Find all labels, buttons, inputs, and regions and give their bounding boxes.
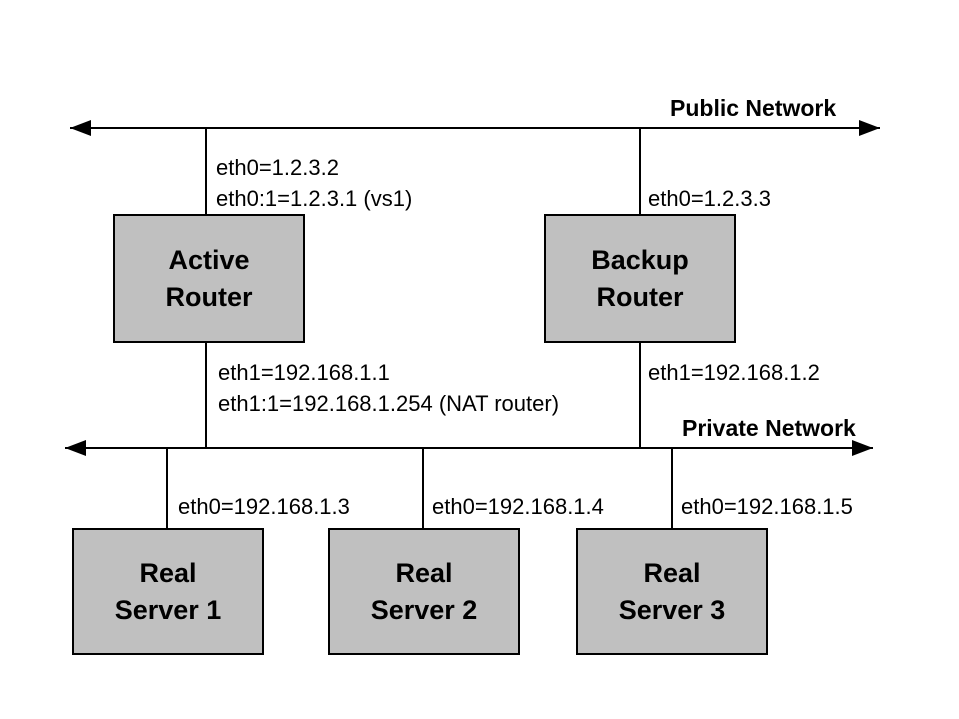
link-public-to-backup-router [639,129,641,216]
private-network-arrowhead-right-icon [852,440,873,456]
link-active-router-to-private [205,343,207,447]
public-network-title: Public Network [670,95,837,121]
link-backup-router-to-private [639,343,641,447]
backup-router-label: Backup Router [591,244,689,312]
private-network-arrowhead-left-icon [65,440,86,456]
active-router-private-nat-label: eth1:1=192.168.1.254 (NAT router) [218,391,560,416]
link-private-to-server1 [166,449,168,528]
real-server-2-node: Real Server 2 [328,528,520,655]
backup-router-public-ip-label: eth0=1.2.3.3 [648,186,771,211]
backup-router-node: Backup Router [544,214,736,343]
public-network-arrowhead-right-icon [859,120,880,136]
real-server-3-node: Real Server 3 [576,528,768,655]
public-network-arrowhead-left-icon [70,120,91,136]
real-server-1-ip-label: eth0=192.168.1.3 [178,494,350,519]
active-router-node: Active Router [113,214,305,343]
real-server-2-ip-label: eth0=192.168.1.4 [432,494,604,519]
private-network-title: Private Network [682,415,856,441]
active-router-label: Active Router [165,244,253,312]
public-network-line [70,127,880,129]
active-router-public-ip-label: eth0=1.2.3.2 [216,155,339,180]
private-network-line [65,447,873,449]
real-server-1-label: Real Server 1 [114,557,222,625]
real-server-3-ip-label: eth0=192.168.1.5 [681,494,853,519]
real-server-1-node: Real Server 1 [72,528,264,655]
link-public-to-active-router [205,129,207,216]
backup-router-private-ip-label: eth1=192.168.1.2 [648,360,820,385]
real-server-3-label: Real Server 3 [618,557,726,625]
link-private-to-server3 [671,449,673,528]
real-server-2-label: Real Server 2 [370,557,478,625]
active-router-public-vip-label: eth0:1=1.2.3.1 (vs1) [216,186,413,211]
active-router-private-ip-label: eth1=192.168.1.1 [218,360,390,385]
link-private-to-server2 [422,449,424,528]
